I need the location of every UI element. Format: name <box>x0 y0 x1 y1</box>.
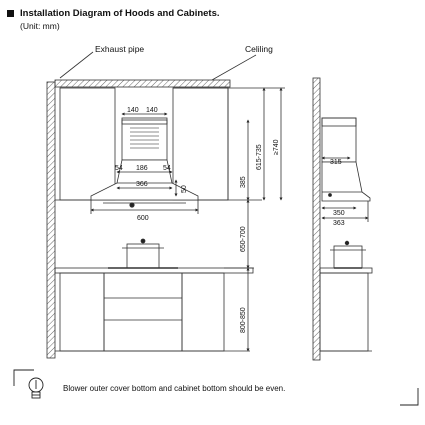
side-hood <box>321 161 371 202</box>
page-title: Installation Diagram of Hoods and Cabine… <box>20 8 220 19</box>
base-cabinet-drawers <box>103 272 183 352</box>
ceiling-label: Celiling <box>245 44 273 54</box>
dim-350: 350 <box>333 210 345 217</box>
dim-615-735: 615-735 <box>256 144 263 170</box>
side-chimney-top <box>321 117 357 127</box>
left-wall <box>46 81 56 359</box>
unit-label: (Unit: mm) <box>20 21 60 31</box>
dim-54-left: 54 <box>115 165 123 172</box>
dim-740: ≥740 <box>273 139 280 155</box>
base-cabinet-right <box>181 272 225 352</box>
side-chimney <box>321 117 357 163</box>
dim-385: 385 <box>240 176 247 188</box>
side-base-cabinet <box>319 272 369 352</box>
title-row: Installation Diagram of Hoods and Cabine… <box>7 8 220 19</box>
dim-186: 186 <box>136 165 148 172</box>
chimney-vent-lines <box>130 127 159 149</box>
dim-140-right: 140 <box>146 107 158 114</box>
dim-650-700: 650-700 <box>240 226 247 252</box>
dim-50: 50 <box>181 185 188 193</box>
side-pot <box>333 245 363 269</box>
upper-cabinet-right <box>172 87 229 201</box>
side-wall <box>312 77 321 361</box>
title-block: Installation Diagram of Hoods and Cabine… <box>7 8 220 31</box>
title-bullet <box>7 10 14 17</box>
base-cabinet-left <box>59 272 105 352</box>
hood-chimney-top <box>121 117 168 125</box>
ceiling-slab <box>54 79 231 88</box>
dim-140-left: 140 <box>127 107 139 114</box>
dim-363: 363 <box>333 220 345 227</box>
dim-600: 600 <box>137 215 149 222</box>
dim-800-850: 800-850 <box>240 307 247 333</box>
upper-cabinet-left <box>59 87 116 201</box>
hood-light <box>129 202 135 208</box>
exhaust-pipe-label: Exhaust pipe <box>95 44 144 54</box>
dim-54-right: 54 <box>163 165 171 172</box>
installation-note: Blower outer cover bottom and cabinet bo… <box>63 384 286 393</box>
lightbulb-icon <box>28 377 44 399</box>
dim-315: 315 <box>330 159 342 166</box>
dim-366: 366 <box>136 181 148 188</box>
